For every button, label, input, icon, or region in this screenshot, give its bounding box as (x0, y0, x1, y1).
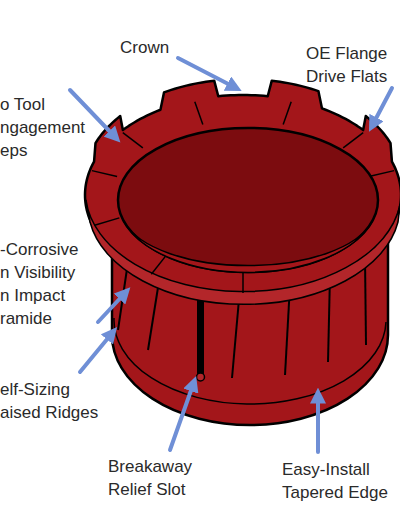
leader-arrow (178, 58, 236, 88)
drive-flat (123, 133, 143, 148)
cap-opening (118, 128, 378, 272)
tapered-edge (114, 318, 386, 404)
drive-flat (283, 102, 291, 125)
part-label: OE Flange Drive Flats (306, 42, 398, 88)
part-label: Breakaway Relief Slot (108, 455, 216, 501)
part-label: o Tool ngagement eps (0, 93, 90, 162)
part-label: Crown (120, 36, 190, 59)
raised-ridge (365, 258, 366, 345)
leader-arrow (372, 88, 392, 126)
cap-body (85, 81, 400, 425)
drive-flat (151, 255, 166, 274)
relief-slot (197, 300, 204, 378)
part-label: -Corrosive n Visibility n Impact ramide (0, 238, 88, 330)
leader-arrow (80, 332, 113, 372)
leader-arrow (170, 382, 194, 450)
leader-arrow (316, 394, 320, 452)
drive-flat (369, 171, 394, 177)
drive-flat (343, 133, 363, 148)
drive-flat (95, 218, 120, 225)
inner-wall (124, 222, 372, 272)
leader-arrows (70, 58, 392, 452)
part-label: Easy-Install Tapered Edge (282, 458, 397, 504)
drive-flat (195, 102, 203, 125)
slot-end (197, 373, 205, 381)
leader-arrow (98, 292, 126, 322)
part-label: elf-Sizing aised Ridges (0, 378, 108, 424)
drive-flat (92, 171, 117, 177)
